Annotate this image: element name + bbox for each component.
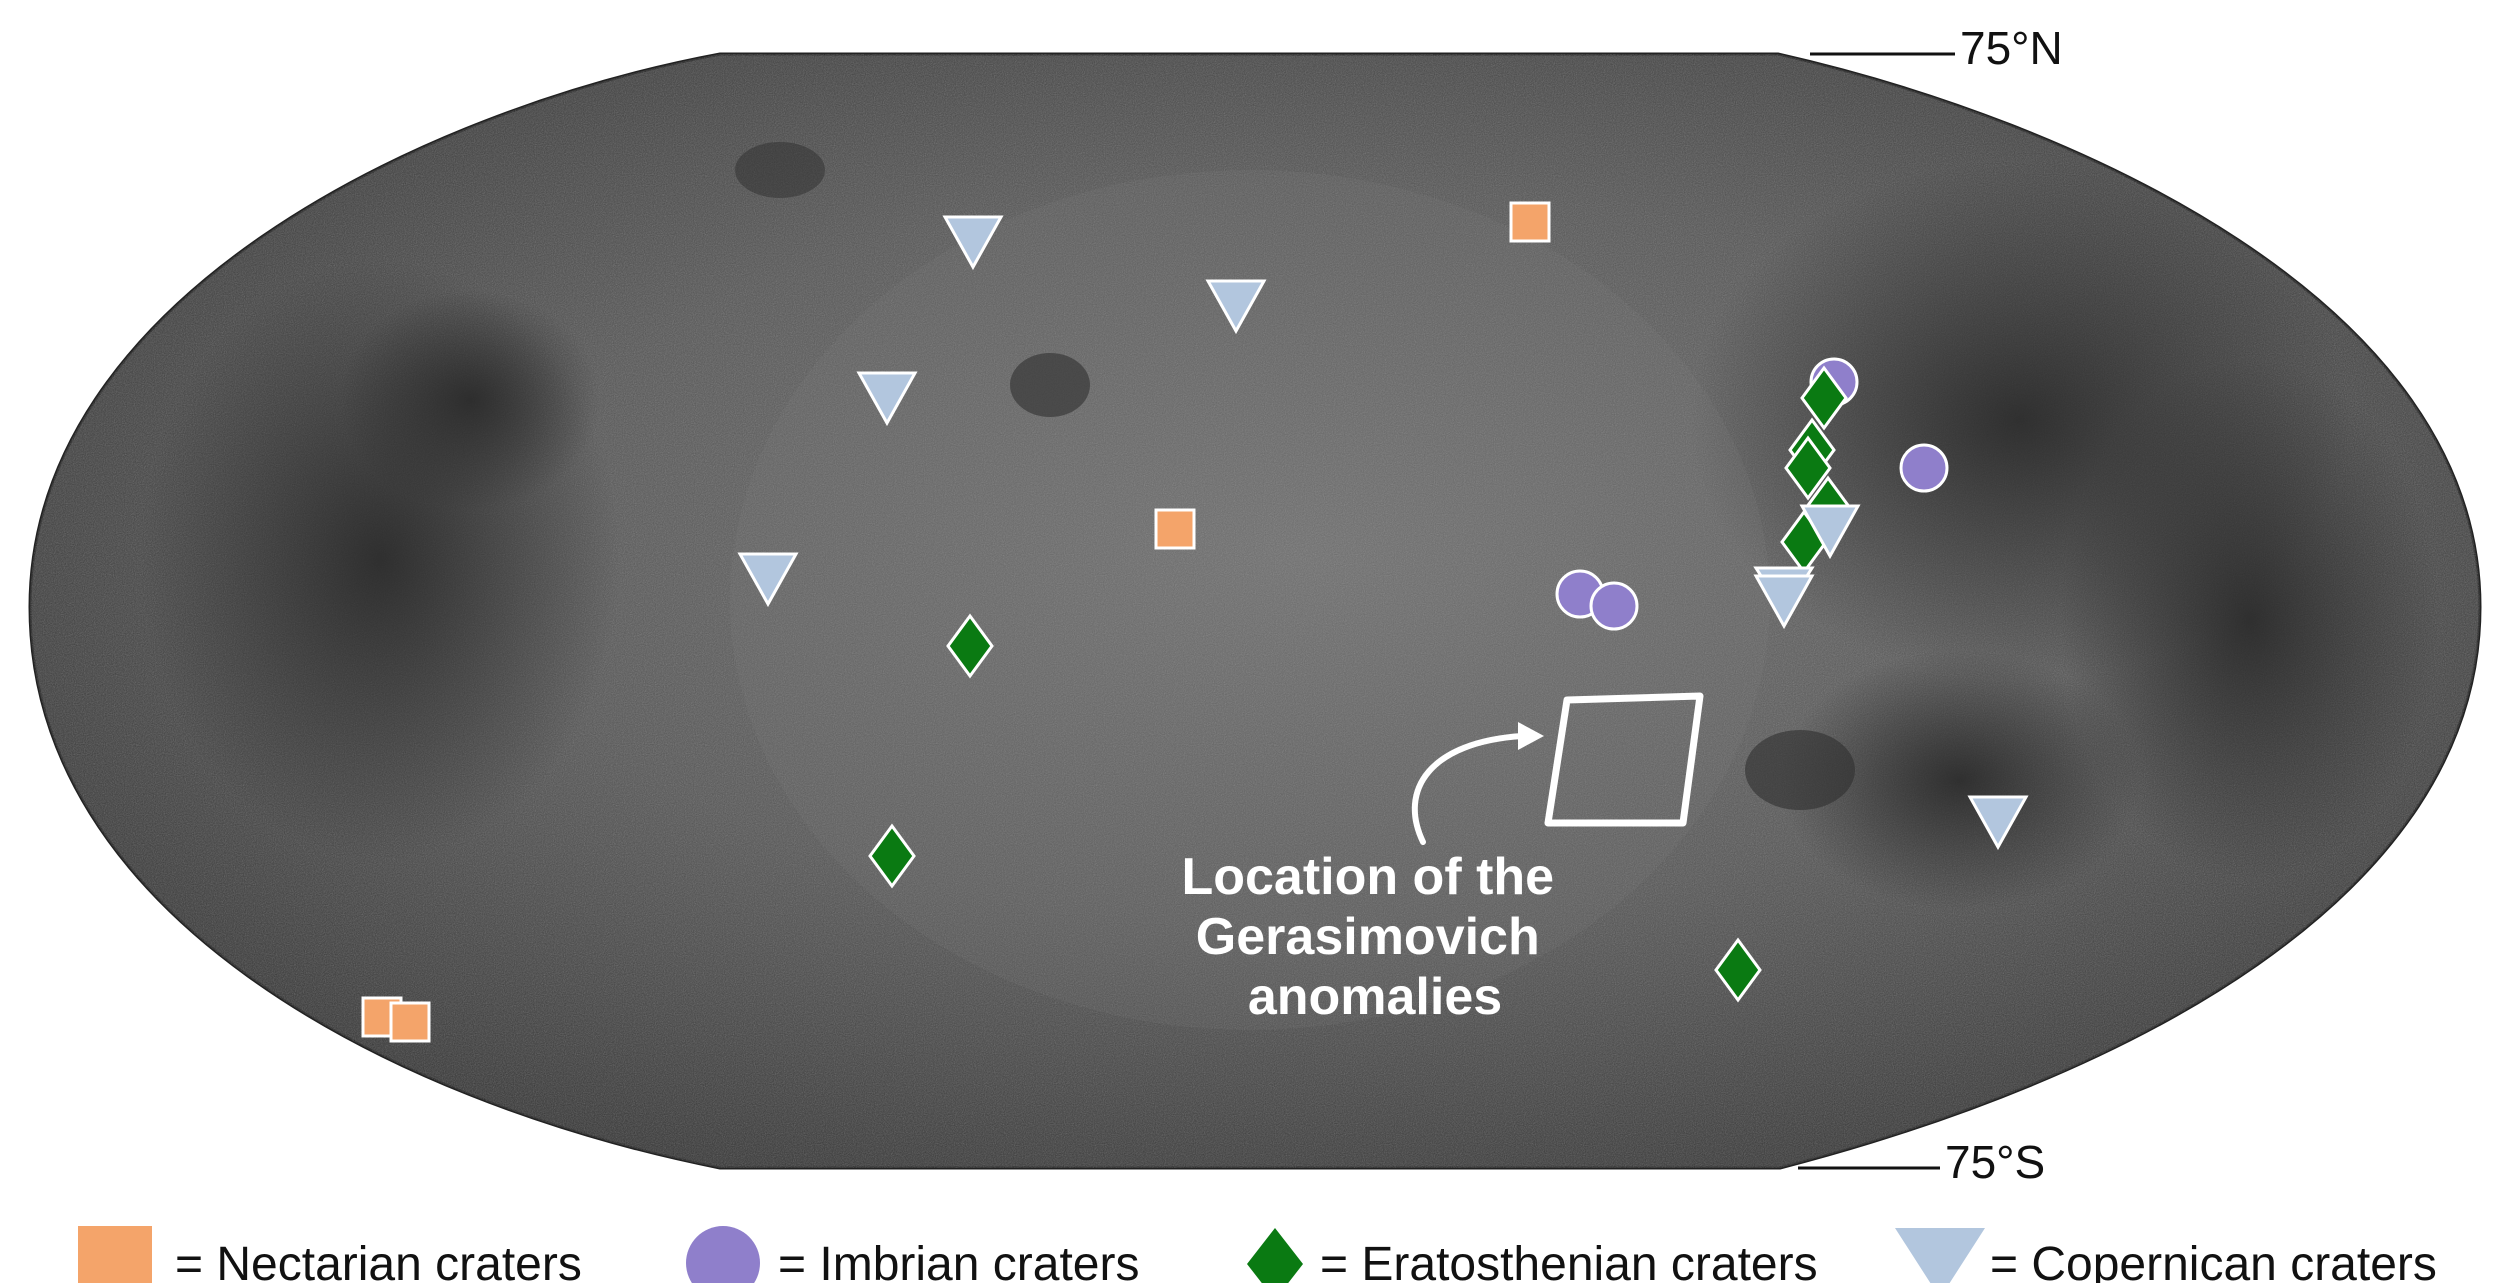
legend-square-icon [78,1226,152,1283]
eratosthenian-crater-marker [1800,365,1848,431]
copernican-crater-marker [737,552,799,608]
legend: = Nectarian craters = Imbrian craters = … [78,1226,2437,1283]
latitude-label-north: 75°N [1960,22,2063,74]
legend-label-eratosthenian: = Eratosthenian craters [1320,1238,1818,1283]
annotation-arrow-head [1518,722,1544,750]
annotation-text-line-1: Location of the [1181,848,1554,906]
legend-circle-icon [686,1226,760,1283]
nectarian-crater-marker [389,1001,431,1043]
eratosthenian-markers [868,365,1852,1003]
highland-region [730,170,1770,1030]
legend-label-nectarian: = Nectarian craters [175,1238,582,1283]
copernican-crater-marker [1799,504,1861,560]
copernican-crater-marker [1753,574,1815,630]
annotation-arrow-shaft [1411,733,1525,845]
imbrian-crater-marker [1899,443,1949,493]
legend-item-nectarian: = Nectarian craters [78,1226,582,1283]
annotation-text-line-2: Gerasimovich [1196,908,1540,966]
latitude-label-south: 75°S [1945,1136,2045,1188]
copernican-crater-marker [1205,279,1267,335]
annotation-text-line-3: anomalies [1248,968,1502,1026]
legend-item-eratosthenian: = Eratosthenian craters [1247,1228,1818,1283]
eratosthenian-crater-marker [868,823,916,889]
gerasimovich-location-box [1544,692,1704,827]
copernican-crater-marker [856,371,918,427]
mare-region-northwest [340,290,600,510]
latitude-75s: 75°S [1798,1136,2045,1188]
nectarian-markers [361,201,1551,1043]
imbrian-crater-marker [1589,581,1639,631]
copernican-crater-marker [942,215,1004,271]
mare-region-small-3 [735,142,825,198]
legend-triangle-icon [1895,1228,1985,1283]
gerasimovich-annotation: Location of the Gerasimovich anomalies [1181,692,1704,1026]
nectarian-crater-marker [1154,508,1196,550]
legend-item-imbrian: = Imbrian craters [686,1226,1139,1283]
mare-region-small-2 [1745,730,1855,810]
legend-label-copernican: = Copernican craters [1990,1238,2437,1283]
legend-diamond-icon [1247,1228,1303,1283]
copernican-markers [737,215,2029,851]
eratosthenian-crater-marker [1784,435,1832,501]
eratosthenian-crater-marker [946,613,994,679]
mare-region-small [1010,353,1090,417]
svg-text:Location of the Gerasimo: Location of the Gerasimovich anomalies [1181,848,1568,1026]
legend-label-imbrian: = Imbrian craters [778,1238,1139,1283]
mare-region-southeast [1780,650,2140,910]
copernican-crater-marker [1967,795,2029,851]
mare-region-far-east [2060,360,2440,880]
eratosthenian-crater-marker [1714,937,1762,1003]
legend-item-copernican: = Copernican craters [1895,1228,2437,1283]
nectarian-crater-marker [1509,201,1551,243]
latitude-75n: 75°N [1810,22,2063,74]
